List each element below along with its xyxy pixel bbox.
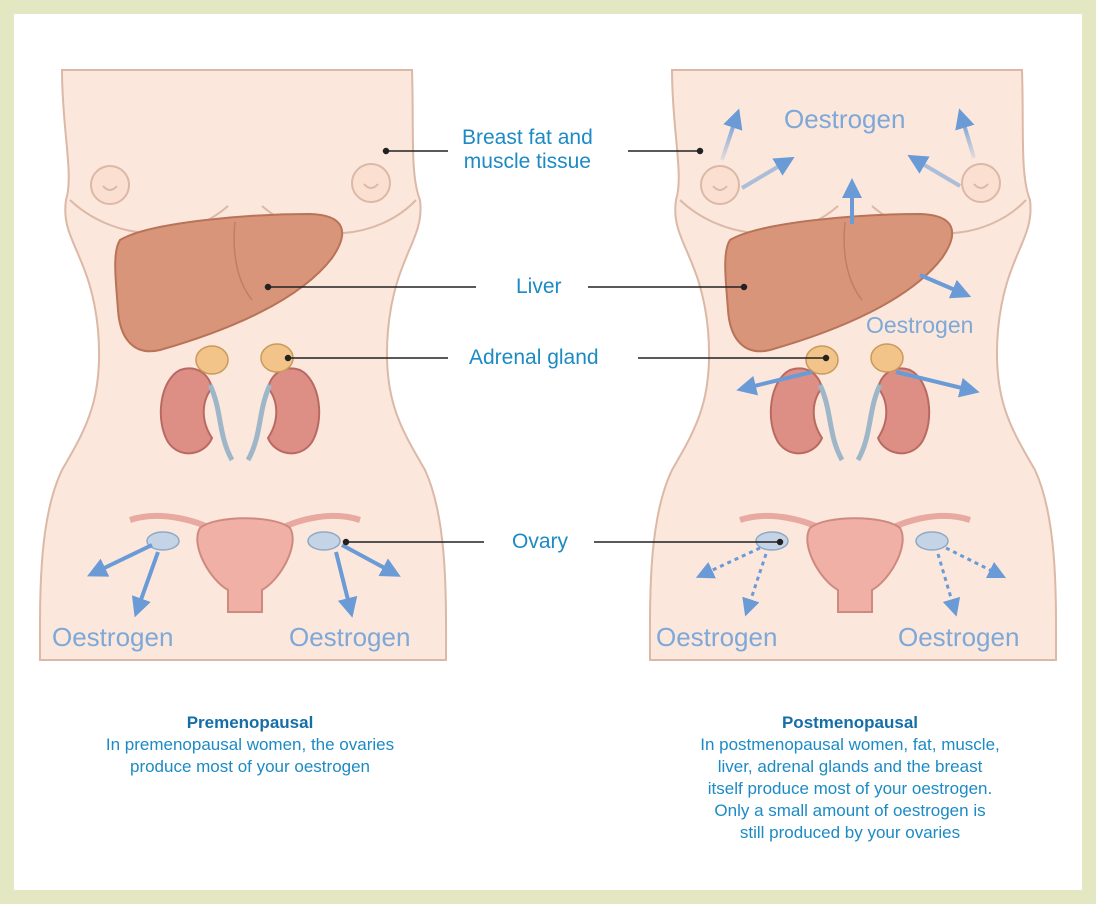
right-nipple [352,164,390,202]
label-liver: Liver [516,275,562,299]
torso-premenopausal [40,70,446,660]
oestrogen-post-top: Oestrogen [784,104,905,134]
oestrogen-post-liver: Oestrogen [866,310,973,340]
left-adrenal [806,346,838,374]
caption-post-title: Postmenopausal [640,712,1060,734]
right-kidney [878,368,929,453]
label-ovary: Ovary [512,530,568,554]
caption-pre-text: In premenopausal women, the ovaries prod… [40,734,460,778]
oestrogen-pre-right: Oestrogen [289,622,410,652]
left-kidney [161,368,212,453]
oestrogen-post-left: Oestrogen [656,622,777,652]
torso-postmenopausal [650,70,1056,660]
oestrogen-pre-left: Oestrogen [52,622,173,652]
right-kidney [268,368,319,453]
left-nipple [91,166,129,204]
label-adrenal-gland: Adrenal gland [469,346,599,370]
label-breast-fat-muscle: Breast fat and muscle tissue [462,126,593,174]
left-nipple [701,166,739,204]
right-ovary [308,532,340,550]
left-ovary [756,532,788,550]
caption-premenopausal: Premenopausal In premenopausal women, th… [40,712,460,778]
right-nipple [962,164,1000,202]
caption-postmenopausal: Postmenopausal In postmenopausal women, … [640,712,1060,844]
left-adrenal [196,346,228,374]
right-ovary [916,532,948,550]
caption-pre-title: Premenopausal [40,712,460,734]
right-adrenal [871,344,903,372]
caption-post-text: In postmenopausal women, fat, muscle, li… [640,734,1060,844]
oestrogen-post-right: Oestrogen [898,622,1019,652]
